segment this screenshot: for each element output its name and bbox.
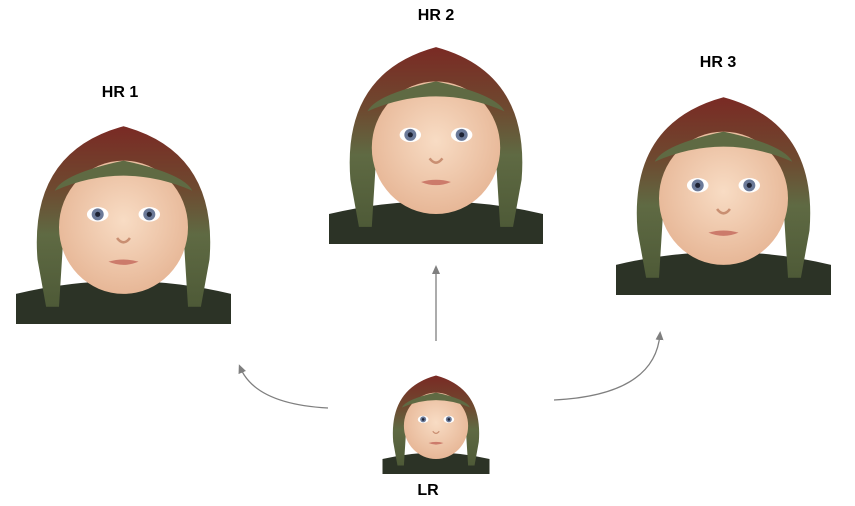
label-hr2: HR 2 bbox=[417, 7, 455, 24]
arrow-lr-to-hr3 bbox=[553, 331, 664, 401]
label-lr: LR bbox=[417, 482, 439, 499]
label-hr3: HR 3 bbox=[699, 54, 737, 71]
label-hr1: HR 1 bbox=[101, 84, 139, 101]
arrow-lr-to-hr1 bbox=[238, 364, 329, 409]
